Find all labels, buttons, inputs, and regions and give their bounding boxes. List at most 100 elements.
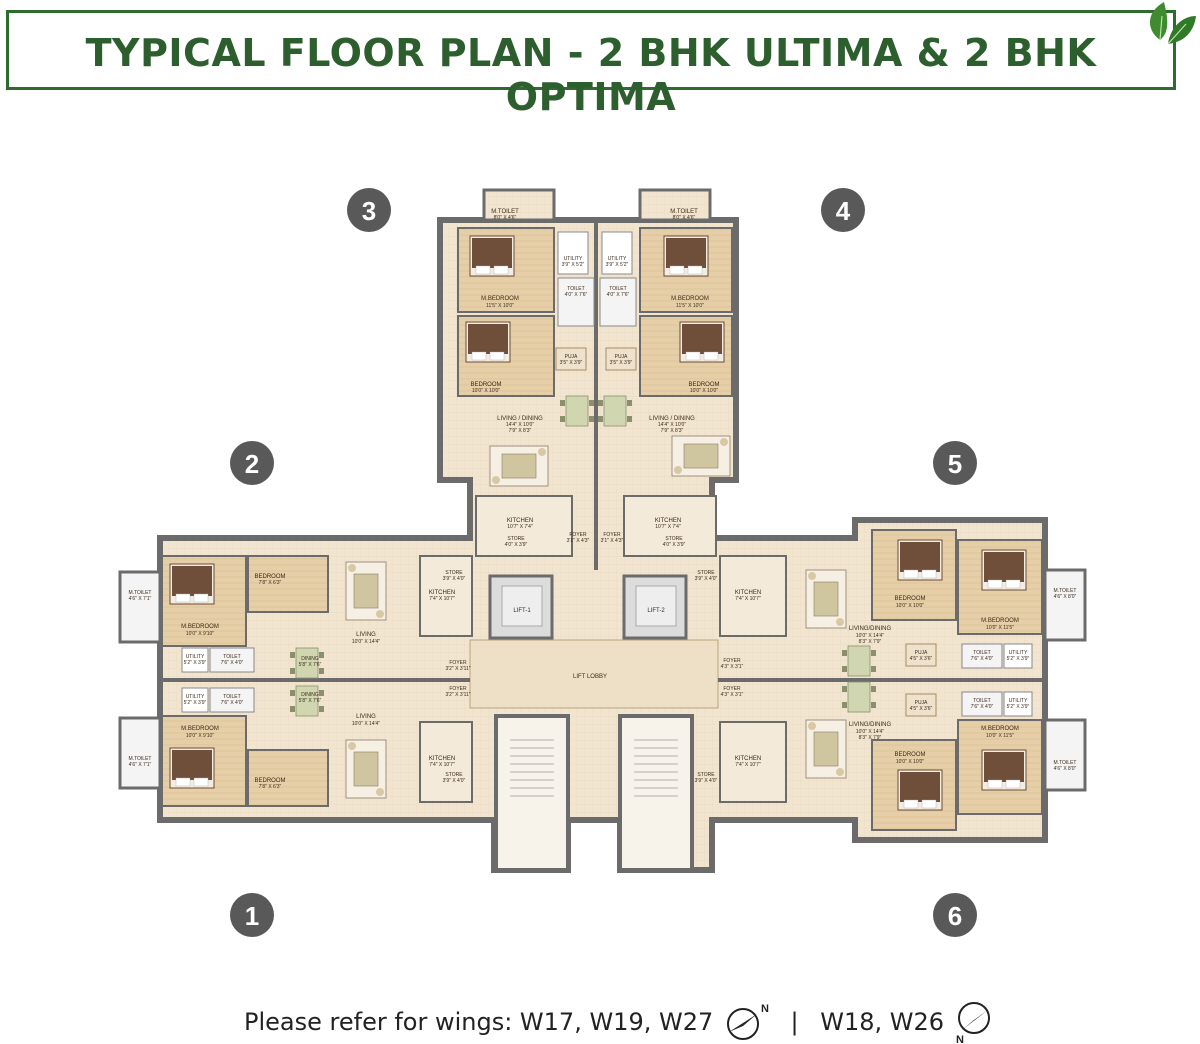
svg-text:3'5" X 3'9": 3'5" X 3'9" [610, 360, 633, 366]
svg-text:11'5" X 10'0": 11'5" X 10'0" [486, 303, 514, 309]
svg-text:FOYER: FOYER [603, 532, 621, 538]
svg-text:BEDROOM: BEDROOM [894, 752, 925, 758]
unit-4: M.TOILET 8'0" X 4'6" M.BEDROOM 11'5" X 1… [597, 188, 733, 557]
svg-text:7'6" X 4'0": 7'6" X 4'0" [971, 704, 994, 710]
svg-text:KITCHEN: KITCHEN [655, 518, 681, 524]
svg-text:4'0" X 3'9": 4'0" X 3'9" [663, 542, 686, 548]
staircase-left [494, 714, 570, 872]
compass-ne-icon: N [726, 1003, 769, 1040]
svg-text:M.TOILET: M.TOILET [670, 209, 698, 215]
svg-text:3'9" X 4'0": 3'9" X 4'0" [443, 778, 466, 784]
svg-text:4'6" X 8'0": 4'6" X 8'0" [1054, 594, 1077, 600]
svg-text:LIVING/DINING: LIVING/DINING [849, 626, 892, 632]
svg-text:4'5" X 3'6": 4'5" X 3'6" [910, 656, 933, 662]
svg-text:BEDROOM: BEDROOM [254, 778, 285, 784]
svg-text:4'6" X 7'1": 4'6" X 7'1" [129, 762, 152, 768]
wing-badge-5: 5 [933, 441, 977, 485]
svg-text:7'8" X 6'3": 7'8" X 6'3" [259, 784, 282, 790]
svg-text:PUJA: PUJA [565, 354, 578, 360]
svg-text:UTILITY: UTILITY [1009, 650, 1028, 656]
floor-plan: LIFT LOBBY LIFT-1 LIFT-2 M.TOILET 8'0" X… [118, 188, 1087, 937]
svg-text:STORE: STORE [697, 570, 715, 576]
lift-lobby: LIFT LOBBY [469, 639, 719, 709]
svg-text:TOILET: TOILET [567, 286, 584, 292]
svg-text:4'3" X 3'1": 4'3" X 3'1" [721, 692, 744, 698]
svg-text:3'2" X 3'11": 3'2" X 3'11" [445, 666, 470, 672]
svg-text:3'9" X 5'2": 3'9" X 5'2" [606, 262, 629, 268]
svg-text:3'1" X 4'3": 3'1" X 4'3" [567, 538, 590, 544]
svg-text:STORE: STORE [445, 772, 463, 778]
svg-text:KITCHEN: KITCHEN [735, 590, 761, 596]
svg-text:10'0" X 11'5": 10'0" X 11'5" [986, 733, 1014, 739]
svg-text:7'4" X 10'7": 7'4" X 10'7" [735, 596, 761, 602]
svg-text:M.BEDROOM: M.BEDROOM [981, 618, 1019, 624]
wing-reference-note: Please refer for wings: W17, W19, W27 N … [244, 1000, 996, 1044]
svg-text:3'1" X 4'3": 3'1" X 4'3" [601, 538, 624, 544]
wing-reference-suffix: W18, W26 [820, 1008, 945, 1036]
svg-text:4'0" X 7'6": 4'0" X 7'6" [607, 292, 630, 298]
svg-text:TOILET: TOILET [223, 654, 240, 660]
svg-text:4'0" X 3'9": 4'0" X 3'9" [505, 542, 528, 548]
svg-text:7'6" X 4'0": 7'6" X 4'0" [221, 660, 244, 666]
svg-text:10'0" X 14'4": 10'0" X 14'4" [352, 639, 380, 645]
svg-text:PUJA: PUJA [915, 700, 928, 706]
svg-text:BEDROOM: BEDROOM [688, 382, 719, 388]
svg-text:5'2" X 3'9": 5'2" X 3'9" [1007, 704, 1030, 710]
svg-text:KITCHEN: KITCHEN [429, 590, 455, 596]
svg-text:6: 6 [948, 901, 962, 931]
svg-text:7'4" X 10'7": 7'4" X 10'7" [735, 762, 761, 768]
svg-text:7'8" X 6'3": 7'8" X 6'3" [259, 580, 282, 586]
svg-text:LIVING: LIVING [356, 632, 376, 638]
svg-text:3'5" X 3'9": 3'5" X 3'9" [560, 360, 583, 366]
svg-text:M.TOILET: M.TOILET [129, 590, 152, 596]
svg-text:7'4" X 10'7": 7'4" X 10'7" [429, 762, 455, 768]
svg-text:5'2" X 3'9": 5'2" X 3'9" [184, 700, 207, 706]
compass-e-icon: N [956, 1002, 990, 1044]
svg-text:LIVING / DINING: LIVING / DINING [649, 416, 695, 422]
svg-text:10'0" X 10'0": 10'0" X 10'0" [896, 759, 924, 765]
svg-text:UTILITY: UTILITY [608, 256, 627, 262]
wing-reference-prefix: Please refer for wings: W17, W19, W27 [244, 1008, 714, 1036]
svg-text:10'0" X 14'4": 10'0" X 14'4" [352, 721, 380, 727]
svg-text:1: 1 [245, 901, 259, 931]
staircase-right [618, 714, 694, 872]
svg-text:3'9" X 4'0": 3'9" X 4'0" [695, 576, 718, 582]
lift-1: LIFT-1 [488, 574, 554, 640]
lift-1-label: LIFT-1 [513, 608, 531, 614]
svg-text:PUJA: PUJA [915, 650, 928, 656]
title-frame: TYPICAL FLOOR PLAN - 2 BHK ULTIMA & 2 BH… [6, 10, 1176, 119]
svg-text:TOILET: TOILET [609, 286, 626, 292]
svg-text:10'0" X 9'10": 10'0" X 9'10" [186, 631, 214, 637]
svg-text:10'0" X 9'10": 10'0" X 9'10" [186, 733, 214, 739]
unit-6: M.TOILET 4'6" X 8'0" M.BEDROOM 10'0" X 1… [695, 681, 1087, 831]
svg-text:4'3" X 3'1": 4'3" X 3'1" [721, 664, 744, 670]
unit-3: M.TOILET 8'0" X 4'6" M.BEDROOM 11'5" X 1… [457, 188, 595, 557]
svg-text:FOYER: FOYER [449, 660, 467, 666]
svg-text:5'8" X 7'6": 5'8" X 7'6" [299, 698, 322, 704]
svg-text:10'0" X 10'0": 10'0" X 10'0" [690, 388, 718, 394]
svg-text:BEDROOM: BEDROOM [254, 574, 285, 580]
u3-mtoilet-label: M.TOILET [491, 209, 519, 215]
svg-text:M.BEDROOM: M.BEDROOM [181, 624, 219, 630]
svg-text:FOYER: FOYER [449, 686, 467, 692]
svg-text:TOILET: TOILET [973, 650, 990, 656]
svg-text:11'5" X 10'0": 11'5" X 10'0" [676, 303, 704, 309]
svg-text:FOYER: FOYER [569, 532, 587, 538]
svg-text:8'3" X 7'9": 8'3" X 7'9" [859, 735, 882, 741]
svg-text:8'0" X 4'6": 8'0" X 4'6" [494, 215, 517, 221]
svg-text:3'9" X 5'2": 3'9" X 5'2" [562, 262, 585, 268]
svg-text:FOYER: FOYER [723, 686, 741, 692]
svg-text:4'5" X 3'6": 4'5" X 3'6" [910, 706, 933, 712]
svg-text:3: 3 [362, 196, 376, 226]
svg-text:8'0" X 4'6": 8'0" X 4'6" [673, 215, 696, 221]
svg-text:10'7" X 7'4": 10'7" X 7'4" [507, 524, 533, 530]
svg-text:14'4" X 10'0": 14'4" X 10'0" [506, 422, 534, 428]
svg-text:4'6" X 7'1": 4'6" X 7'1" [129, 596, 152, 602]
svg-text:4'0" X 7'6": 4'0" X 7'6" [565, 292, 588, 298]
svg-text:M.TOILET: M.TOILET [129, 756, 152, 762]
svg-text:FOYER: FOYER [723, 658, 741, 664]
svg-text:LIVING / DINING: LIVING / DINING [497, 416, 543, 422]
svg-text:4: 4 [836, 196, 851, 226]
svg-text:M.BEDROOM: M.BEDROOM [671, 296, 709, 302]
svg-text:M.TOILET: M.TOILET [1054, 760, 1077, 766]
